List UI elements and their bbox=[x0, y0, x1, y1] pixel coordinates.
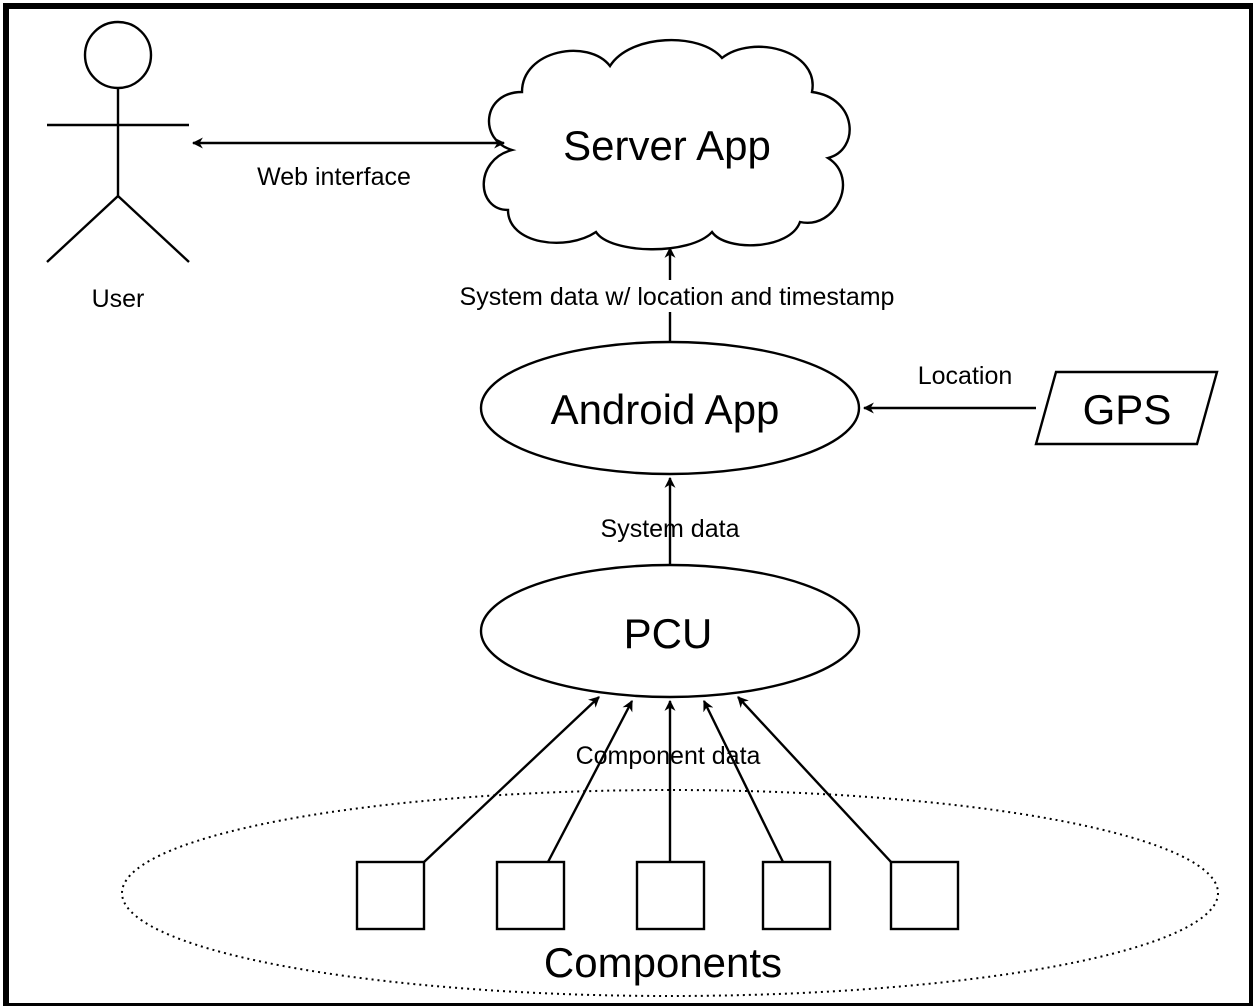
component-box bbox=[495, 860, 566, 931]
pcu-to-android-edge: System data bbox=[601, 476, 740, 566]
android-app-node: Android App bbox=[479, 340, 861, 476]
component-arrow bbox=[423, 696, 600, 863]
user-label: User bbox=[92, 285, 145, 313]
components-to-pcu-label: Component data bbox=[576, 742, 761, 770]
component-arrow bbox=[546, 700, 634, 863]
user-left-leg bbox=[46, 195, 119, 263]
component-box bbox=[761, 860, 832, 931]
components-group-ellipse bbox=[121, 789, 1219, 997]
gps-to-android-label: Location bbox=[918, 362, 1013, 390]
android-to-server-edge: System data w/ location and timestamp bbox=[418, 246, 938, 342]
pcu-label: PCU bbox=[624, 610, 713, 657]
cloud-shape bbox=[482, 39, 851, 251]
android-to-server-label: System data w/ location and timestamp bbox=[460, 283, 895, 311]
component-box bbox=[889, 860, 960, 931]
pcu-node: PCU bbox=[479, 563, 861, 699]
component-arrow bbox=[702, 700, 785, 863]
android-app-ellipse bbox=[479, 340, 861, 476]
components-to-pcu-edges: Component data bbox=[423, 696, 892, 863]
server-app-label: Server App bbox=[563, 122, 771, 169]
component-arrow bbox=[737, 696, 892, 863]
diagram-frame bbox=[3, 3, 1253, 1006]
gps-node: GPS bbox=[1034, 370, 1219, 446]
gps-parallelogram bbox=[1034, 370, 1219, 446]
components-label: Components bbox=[544, 939, 782, 986]
android-app-label: Android App bbox=[551, 386, 780, 433]
gps-to-android-edge: Location bbox=[862, 362, 1036, 414]
server-app-cloud: Server App bbox=[482, 39, 851, 251]
user-actor: User bbox=[46, 20, 190, 313]
component-box bbox=[355, 860, 426, 931]
web-interface-label: Web interface bbox=[257, 163, 411, 191]
gps-label: GPS bbox=[1083, 386, 1172, 433]
pcu-ellipse bbox=[479, 563, 861, 699]
user-right-leg bbox=[117, 195, 190, 263]
android-to-server-label-bg bbox=[418, 280, 938, 312]
pcu-to-android-label: System data bbox=[601, 515, 740, 543]
web-interface-edge: Web interface bbox=[191, 137, 506, 191]
